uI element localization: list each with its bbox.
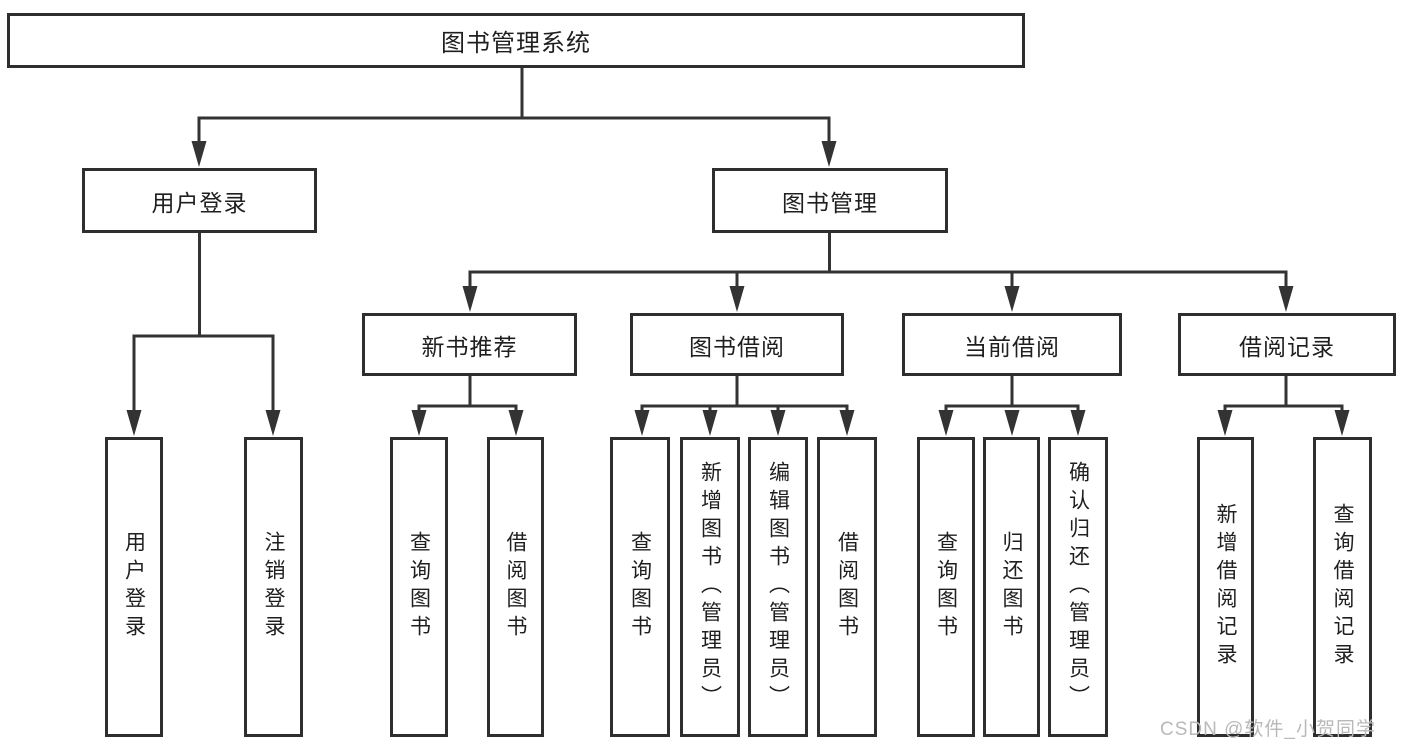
node-leaf-logout-label: 注销登录: [262, 531, 285, 643]
node-leaf-borrow-book-label: 借阅图书: [835, 531, 859, 643]
node-leaf-edit-book-admin: 编辑图书（管理员）: [748, 437, 808, 737]
node-root-system: 图书管理系统: [7, 13, 1025, 68]
node-leaf-current-query-book: 查询图书: [917, 437, 975, 737]
node-leaf-query-borrow-record-label: 查询借阅记录: [1331, 503, 1354, 671]
node-leaf-user-login: 用户登录: [105, 437, 163, 737]
node-leaf-borrow-query-book-label: 查询图书: [628, 531, 652, 643]
node-current-borrow-label: 当前借阅: [964, 333, 1060, 360]
node-leaf-add-book-admin: 新增图书（管理员）: [680, 437, 740, 737]
node-book-mgmt-label: 图书管理: [782, 189, 878, 216]
node-leaf-recommend-query-book: 查询图书: [390, 437, 448, 737]
node-leaf-return-book: 归还图书: [983, 437, 1040, 737]
node-new-book-recommend-label: 新书推荐: [421, 333, 518, 360]
node-leaf-current-query-book-label: 查询图书: [934, 531, 958, 643]
node-user-login: 用户登录: [82, 168, 317, 233]
node-book-borrow: 图书借阅: [630, 313, 844, 376]
node-leaf-add-book-admin-label: 新增图书（管理员）: [698, 461, 722, 713]
node-borrow-records-label: 借阅记录: [1239, 333, 1335, 360]
node-leaf-edit-book-admin-label: 编辑图书（管理员）: [766, 461, 790, 713]
connector-lines: [132, 68, 1344, 413]
node-leaf-borrow-book: 借阅图书: [817, 437, 877, 737]
node-leaf-borrow-query-book: 查询图书: [610, 437, 670, 737]
node-new-book-recommend: 新书推荐: [362, 313, 577, 376]
node-user-login-label: 用户登录: [151, 189, 248, 216]
node-leaf-user-login-label: 用户登录: [122, 531, 146, 643]
node-leaf-add-borrow-record: 新增借阅记录: [1197, 437, 1254, 737]
node-leaf-add-borrow-record-label: 新增借阅记录: [1214, 503, 1237, 671]
node-leaf-recommend-borrow-book: 借阅图书: [487, 437, 544, 737]
node-leaf-confirm-return-admin-label: 确认归还（管理员）: [1066, 461, 1090, 713]
node-leaf-recommend-query-book-label: 查询图书: [407, 531, 431, 643]
node-root-system-label: 图书管理系统: [441, 30, 591, 57]
node-leaf-query-borrow-record: 查询借阅记录: [1313, 437, 1372, 737]
node-book-mgmt: 图书管理: [712, 168, 948, 233]
connector-arrowheads: [126, 141, 1350, 436]
node-book-borrow-label: 图书借阅: [689, 333, 785, 360]
node-current-borrow: 当前借阅: [902, 313, 1122, 376]
node-leaf-confirm-return-admin: 确认归还（管理员）: [1048, 437, 1108, 737]
node-leaf-return-book-label: 归还图书: [1000, 531, 1023, 643]
node-leaf-logout: 注销登录: [244, 437, 303, 737]
watermark-text: CSDN @软件_小贺同学: [1160, 719, 1376, 740]
node-borrow-records: 借阅记录: [1178, 313, 1396, 376]
node-leaf-recommend-borrow-book-label: 借阅图书: [504, 531, 527, 643]
